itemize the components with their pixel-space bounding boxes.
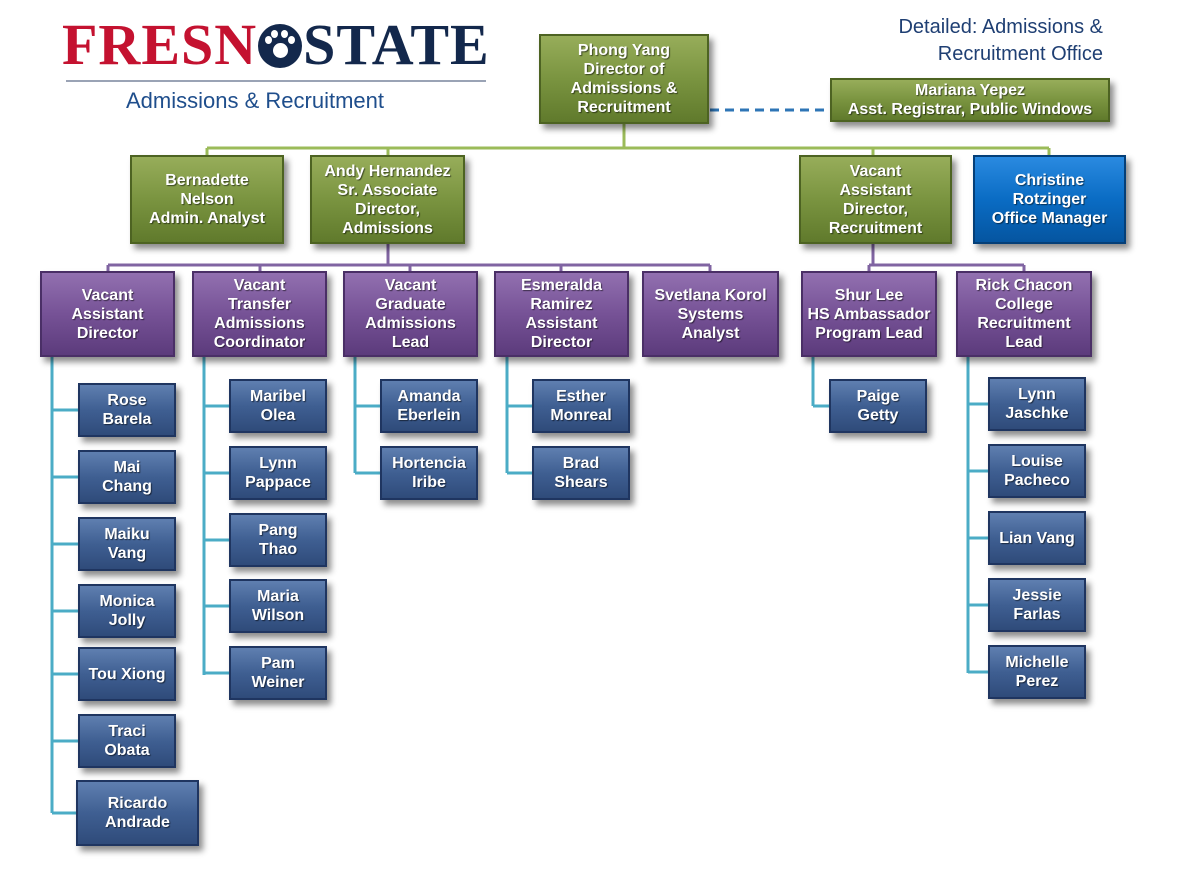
staff-box: Tou Xiong	[78, 647, 176, 701]
chart-title-line-1: Detailed: Admissions &	[898, 16, 1103, 38]
staff-box: Traci Obata	[78, 714, 176, 768]
connector-staff	[50, 357, 990, 815]
chart-title: Detailed: Admissions & Recruitment Offic…	[898, 14, 1103, 68]
office-manager-box: Christine Rotzinger Office Manager	[973, 155, 1126, 244]
staff-box: Pam Weiner	[229, 646, 327, 700]
admin-analyst-box: Bernadette Nelson Admin. Analyst	[130, 155, 284, 244]
staff-box: Maria Wilson	[229, 579, 327, 633]
systems-analyst-box: Svetlana Korol Systems Analyst	[642, 271, 779, 357]
staff-box: Jessie Farlas	[988, 578, 1086, 632]
paw-icon	[258, 24, 303, 68]
staff-box: Lian Vang	[988, 511, 1086, 565]
logo-divider	[66, 80, 486, 82]
connector-director-level2	[205, 124, 1051, 156]
staff-box: Pang Thao	[229, 513, 327, 567]
staff-box: Louise Pacheco	[988, 444, 1086, 498]
staff-box: Hortencia Iribe	[380, 446, 478, 500]
hs-ambassador-lead-box: Shur Lee HS Ambassador Program Lead	[801, 271, 937, 357]
logo-wordmark: FRESN STATE	[62, 14, 490, 76]
staff-box: Ricardo Andrade	[76, 780, 199, 846]
connector-recruit-leads	[867, 244, 1026, 271]
asst-director-recruitment-box: Vacant Assistant Director, Recruitment	[799, 155, 952, 244]
fresno-state-logo: FRESN STATE Admissions & Recruitment	[62, 14, 492, 114]
college-recruitment-lead-box: Rick Chacon College Recruitment Lead	[956, 271, 1092, 357]
staff-box: Maribel Olea	[229, 379, 327, 433]
staff-box: Mai Chang	[78, 450, 176, 504]
vacant-transfer-coordinator-box: Vacant Transfer Admissions Coordinator	[192, 271, 327, 357]
vacant-graduate-lead-box: Vacant Graduate Admissions Lead	[343, 271, 478, 357]
staff-box: Lynn Jaschke	[988, 377, 1086, 431]
staff-box: Michelle Perez	[988, 645, 1086, 699]
logo-word-left: FRESN	[62, 12, 258, 77]
connector-andy-leads	[106, 244, 712, 271]
logo-subtitle: Admissions & Recruitment	[126, 88, 384, 113]
staff-box: Monica Jolly	[78, 584, 176, 638]
chart-title-line-2: Recruitment Office	[937, 43, 1103, 65]
esmeralda-ramirez-box: Esmeralda Ramirez Assistant Director	[494, 271, 629, 357]
logo-word-right: STATE	[303, 12, 490, 77]
staff-box: Lynn Pappace	[229, 446, 327, 500]
asst-registrar-box: Mariana Yepez Asst. Registrar, Public Wi…	[830, 78, 1110, 122]
staff-box: Esther Monreal	[532, 379, 630, 433]
vacant-asst-director-box: Vacant Assistant Director	[40, 271, 175, 357]
staff-box: Maiku Vang	[78, 517, 176, 571]
staff-box: Amanda Eberlein	[380, 379, 478, 433]
sr-associate-director-box: Andy Hernandez Sr. Associate Director, A…	[310, 155, 465, 244]
director-box: Phong Yang Director of Admissions & Recr…	[539, 34, 709, 124]
staff-box: Rose Barela	[78, 383, 176, 437]
staff-box: Brad Shears	[532, 446, 630, 500]
staff-box: Paige Getty	[829, 379, 927, 433]
